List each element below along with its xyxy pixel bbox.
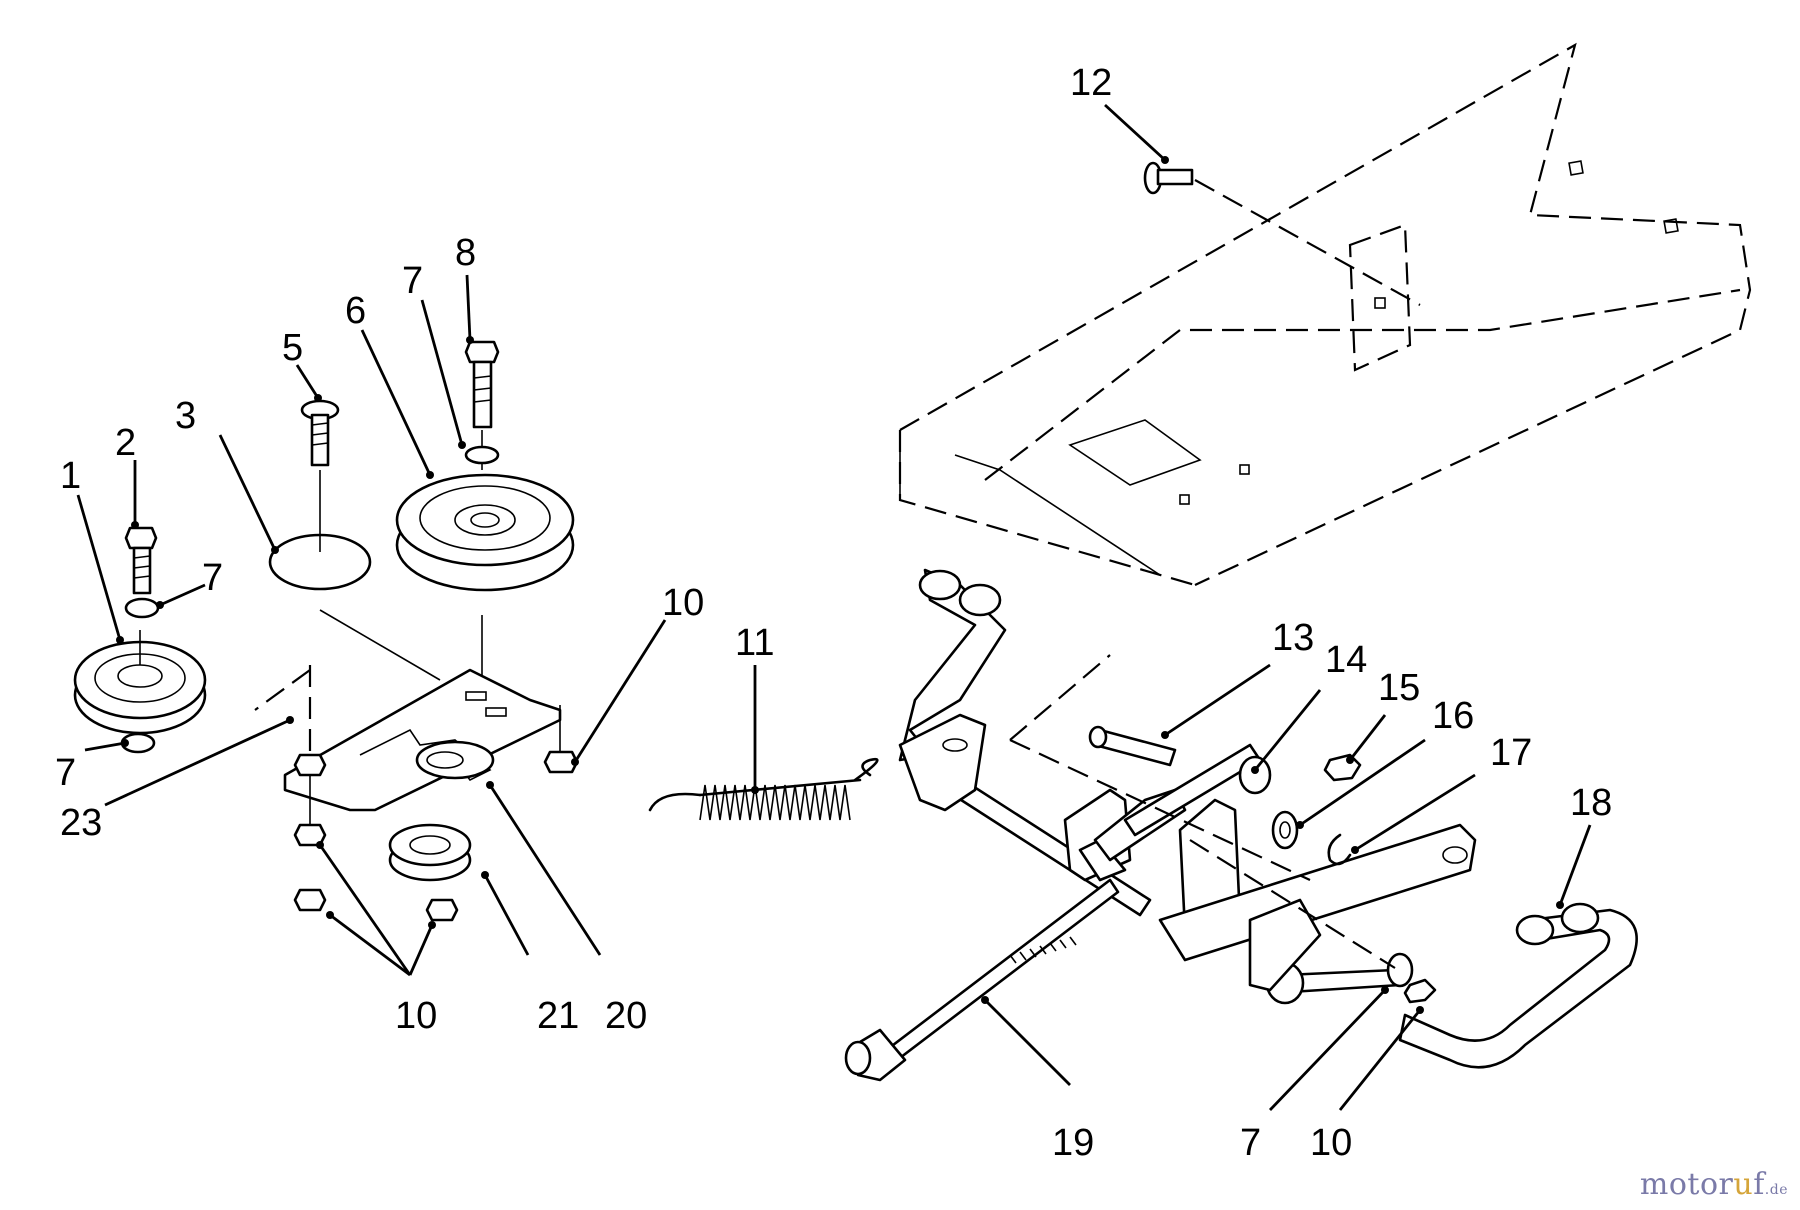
callout-10-right: 10: [662, 582, 704, 624]
spring-11: [648, 757, 879, 821]
bolt-2: [124, 526, 158, 595]
callout-8: 8: [455, 232, 476, 274]
callout-2: 2: [115, 422, 136, 464]
nut-10-lower: [1403, 978, 1437, 1004]
callout-7-lower: 7: [1240, 1122, 1261, 1164]
callout-12: 12: [1070, 62, 1112, 104]
washer-7-top-left: [124, 597, 160, 619]
callout-18: 18: [1570, 782, 1612, 824]
lever-assembly: [844, 568, 1638, 1082]
idler-assembly: [73, 340, 579, 922]
callout-1: 1: [60, 455, 81, 497]
carriage-bolt-5: [300, 399, 340, 552]
nut-10-left-d: [425, 898, 459, 922]
pulley-6: [395, 473, 575, 592]
frame-panel: [898, 42, 1752, 587]
callout-14: 14: [1325, 639, 1367, 681]
motoruf-watermark-logo: motoruf.de: [1639, 1167, 1788, 1202]
callout-21: 21: [537, 995, 579, 1037]
callout-11: 11: [735, 622, 774, 664]
callout-17: 17: [1490, 732, 1532, 774]
rod-19: [844, 878, 1120, 1082]
idler-bracket-20: [283, 668, 562, 812]
callout-10-lower: 10: [1310, 1122, 1352, 1164]
pulley-1: [73, 630, 207, 735]
callout-23: 23: [60, 802, 102, 844]
callout-7-bottom-left: 7: [55, 752, 76, 794]
callout-labels: 1 2 3 5 6 7 8 7 7 23 10 11 10 21 20 12 1…: [55, 62, 1612, 1164]
callout-5: 5: [282, 327, 303, 369]
leader-lines: [76, 103, 1592, 1111]
callout-10-bottom: 10: [395, 995, 437, 1037]
callout-19: 19: [1052, 1122, 1094, 1164]
washer-7-lower: [1386, 952, 1414, 988]
callout-7-left: 7: [202, 557, 223, 599]
callout-3: 3: [175, 395, 196, 437]
callout-20: 20: [605, 995, 647, 1037]
nut-10-left-c: [293, 888, 327, 912]
bolt-8: [464, 340, 500, 470]
callout-15: 15: [1378, 667, 1420, 709]
washer-7-top-right: [464, 445, 500, 465]
carriage-bolt-12: [1143, 161, 1421, 306]
callout-7-upper: 7: [402, 260, 423, 302]
callout-13: 13: [1272, 617, 1314, 659]
spacer-21: [388, 823, 472, 882]
nut-10-right: [543, 750, 579, 774]
nut-10-left-a: [293, 753, 327, 777]
callout-6: 6: [345, 290, 366, 332]
callout-16: 16: [1432, 695, 1474, 737]
